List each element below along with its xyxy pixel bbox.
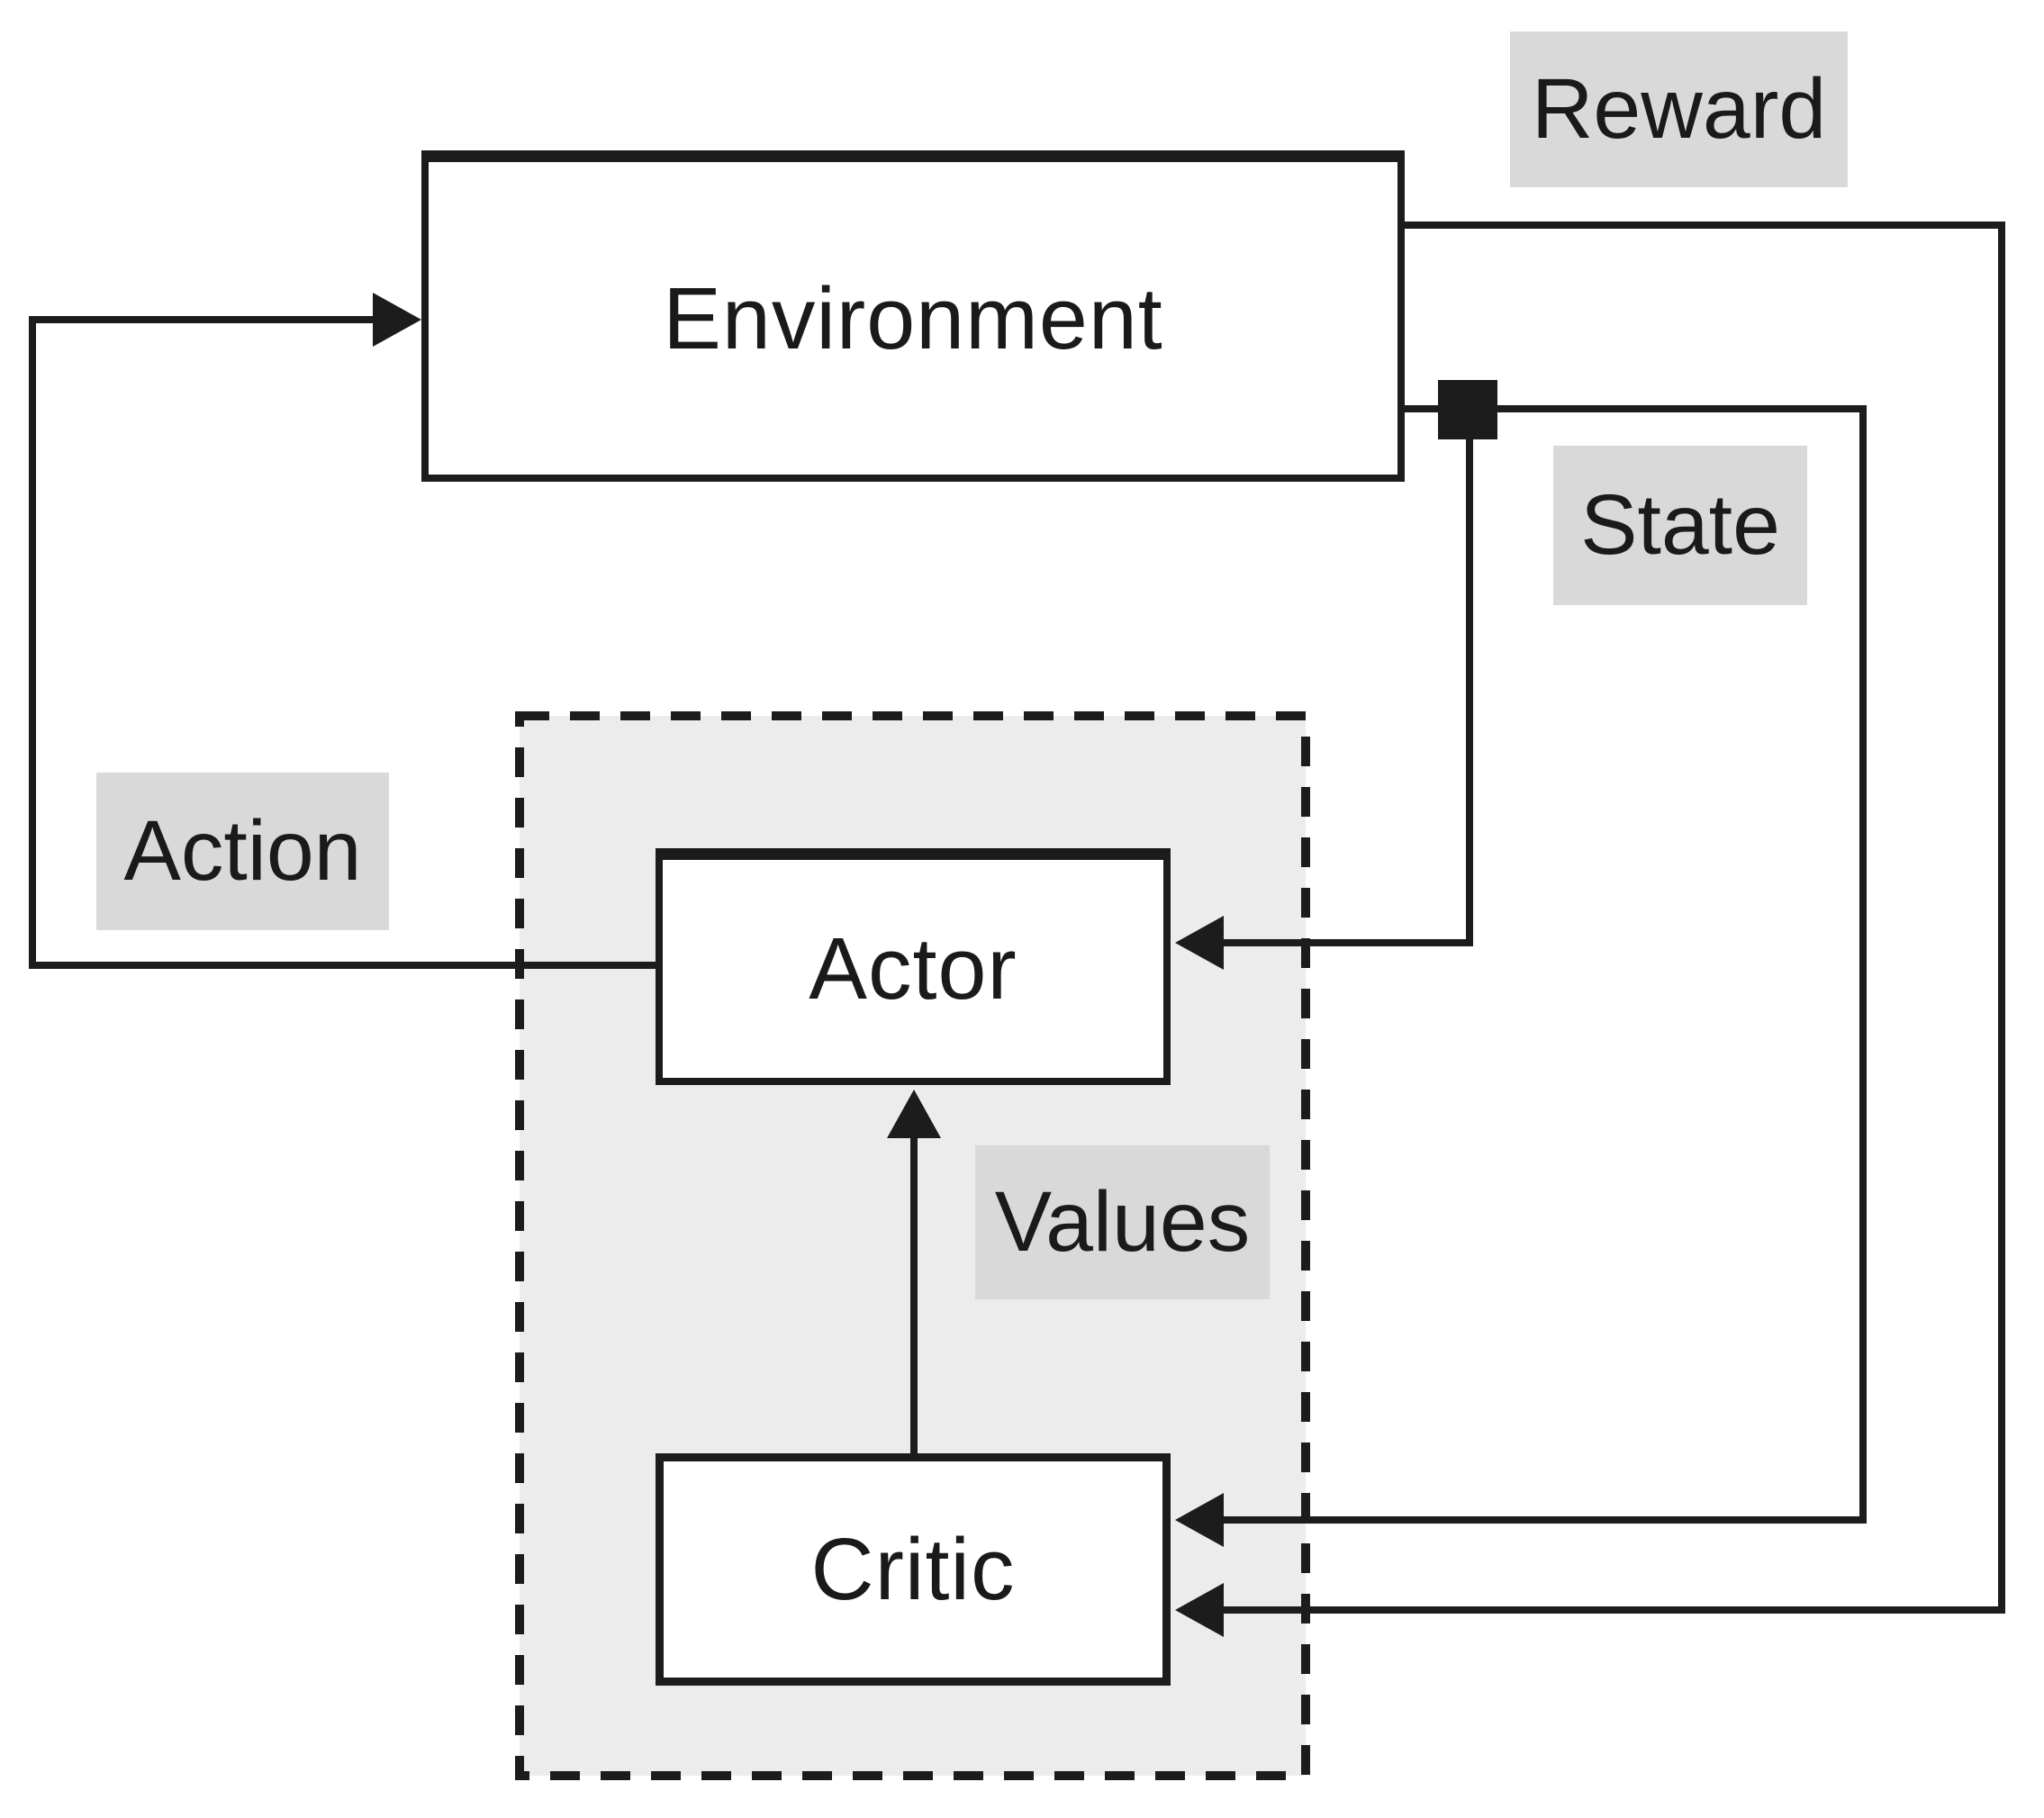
state-label: State	[1553, 446, 1807, 605]
action-label: Action	[96, 773, 389, 930]
action-label-text: Action	[123, 803, 362, 899]
environment-label: Environment	[663, 268, 1163, 367]
values-label-text: Values	[994, 1174, 1251, 1270]
critic-box: Critic	[656, 1453, 1171, 1686]
actor-box: Actor	[656, 848, 1171, 1085]
critic-label: Critic	[810, 1520, 1016, 1618]
state-label-text: State	[1580, 477, 1780, 573]
reward-label-text: Reward	[1531, 61, 1827, 157]
environment-box: Environment	[421, 150, 1405, 482]
reward-label: Reward	[1510, 32, 1848, 187]
values-label: Values	[975, 1145, 1270, 1299]
actor-label: Actor	[809, 919, 1017, 1018]
